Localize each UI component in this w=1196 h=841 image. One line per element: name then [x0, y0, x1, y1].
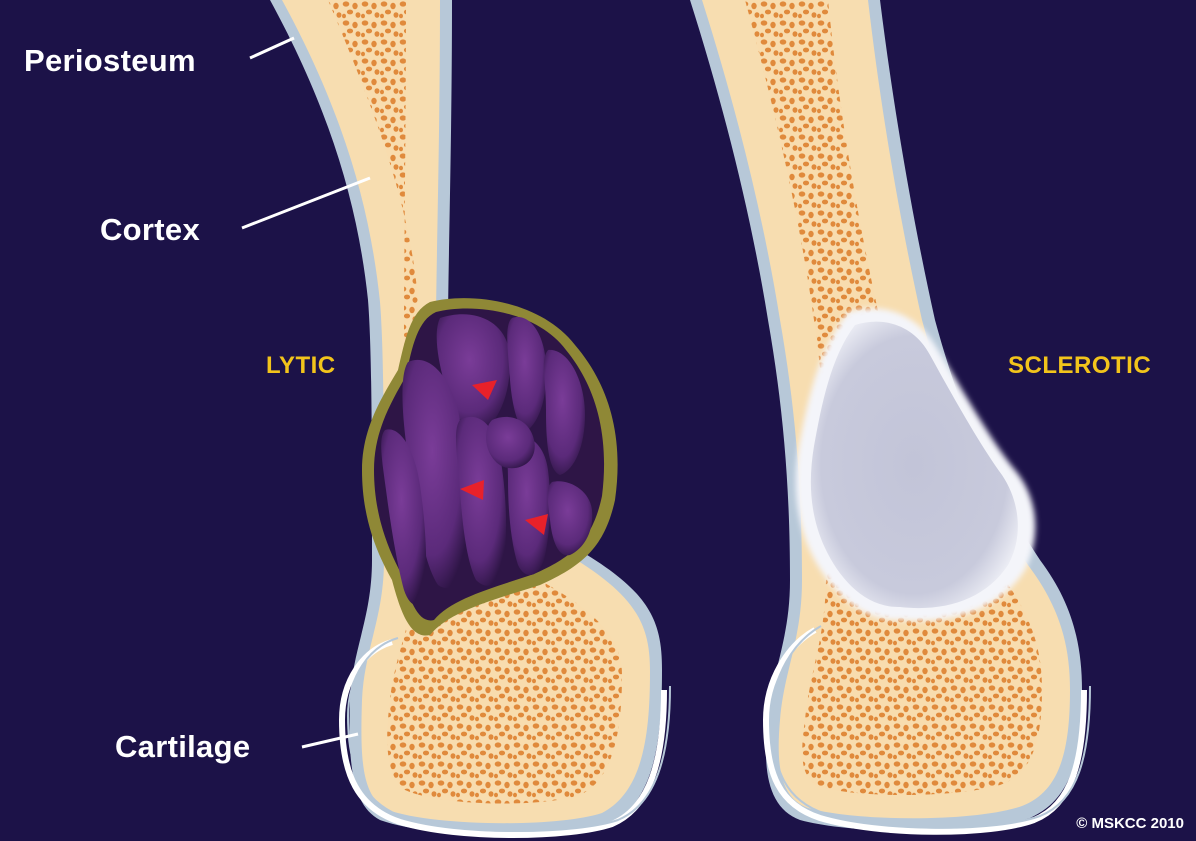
copyright: © MSKCC 2010: [1076, 815, 1184, 832]
cartilage-label: Cartilage: [115, 729, 250, 765]
lytic-label: LYTIC: [266, 352, 336, 380]
cortex-label: Cortex: [100, 212, 200, 248]
sclerotic-label: SCLEROTIC: [1008, 352, 1151, 380]
periosteum-label: Periosteum: [24, 43, 196, 79]
